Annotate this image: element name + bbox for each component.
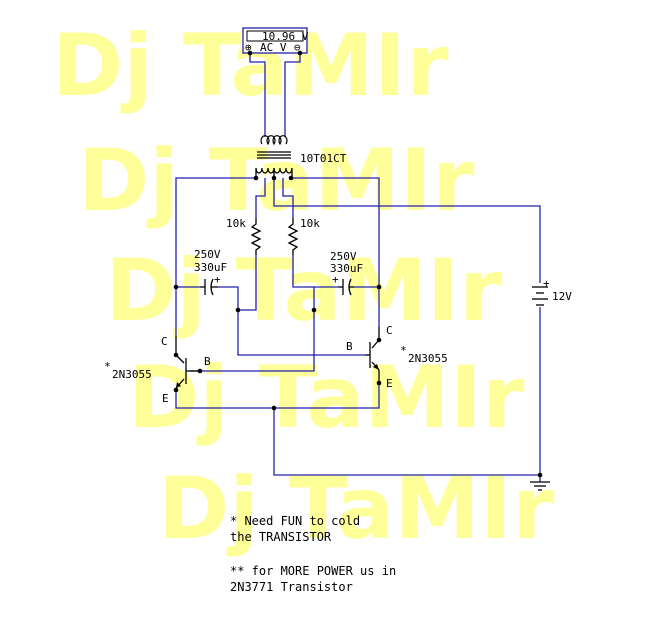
capacitor-left-plus: + — [214, 273, 221, 286]
capacitor-right-plus: + — [332, 273, 339, 286]
ac-voltmeter: 10.96 V ⊕ AC V ⊖ — [242, 27, 309, 54]
resistor-right-label: 10k — [300, 217, 320, 230]
note-line-4: 2N3771 Transistor — [230, 580, 353, 594]
transformer: 10T01CT — [255, 135, 347, 178]
capacitor-left: + 250V 330uF — [194, 248, 227, 296]
meter-reading: 10.96 V — [262, 30, 309, 43]
transformer-label: 10T01CT — [300, 152, 347, 165]
meter-mode: AC V — [260, 41, 287, 54]
transistor-left-asterisk: * — [104, 360, 111, 373]
transistor-right-base-label: B — [346, 340, 353, 353]
transistor-right-asterisk: * — [400, 344, 407, 357]
watermark-line-5: Dj TaMIr — [158, 459, 555, 559]
notes: * Need FUN to cold the TRANSISTOR ** for… — [230, 514, 396, 594]
capacitor-right: + 250V 330uF — [330, 250, 363, 296]
transistor-left-base-label: B — [204, 355, 211, 368]
resistor-left: 10k — [226, 217, 262, 255]
capacitor-right-voltage: 250V — [330, 250, 357, 263]
battery-plus: + — [543, 277, 550, 290]
capacitor-left-voltage: 250V — [194, 248, 221, 261]
transistor-left-emitter-label: E — [162, 392, 169, 405]
transistor-right-collector-label: C — [386, 324, 393, 337]
watermark-line-4: Dj TaMIr — [128, 348, 525, 448]
transistor-right: C B E * 2N3055 — [346, 324, 448, 390]
watermark: Dj TaMIr Dj TaMIr Dj TaMIr Dj TaMIr Dj T… — [52, 16, 555, 559]
meter-plus-terminal: ⊕ — [245, 41, 252, 54]
transistor-right-emitter-label: E — [386, 377, 393, 390]
note-line-1: * Need FUN to cold — [230, 514, 360, 528]
watermark-line-2: Dj TaMIr — [78, 131, 475, 231]
note-line-3: ** for MORE POWER us in — [230, 564, 396, 578]
transistor-left-collector-label: C — [161, 335, 168, 348]
watermark-line-3: Dj TaMIr — [105, 241, 502, 341]
battery: + 12V — [532, 277, 572, 306]
transistor-left-model: 2N3055 — [112, 368, 152, 381]
battery-label: 12V — [552, 290, 572, 303]
capacitor-right-capacitance: 330uF — [330, 262, 363, 275]
ground-icon — [530, 481, 550, 491]
wires — [175, 53, 541, 482]
meter-display — [246, 30, 304, 42]
meter-minus-terminal: ⊖ — [294, 41, 301, 54]
transistor-left: C B E * 2N3055 — [104, 335, 211, 405]
transistor-right-model: 2N3055 — [408, 352, 448, 365]
resistor-left-label: 10k — [226, 217, 246, 230]
capacitor-left-capacitance: 330uF — [194, 261, 227, 274]
resistor-right: 10k — [287, 217, 320, 255]
note-line-2: the TRANSISTOR — [230, 530, 332, 544]
